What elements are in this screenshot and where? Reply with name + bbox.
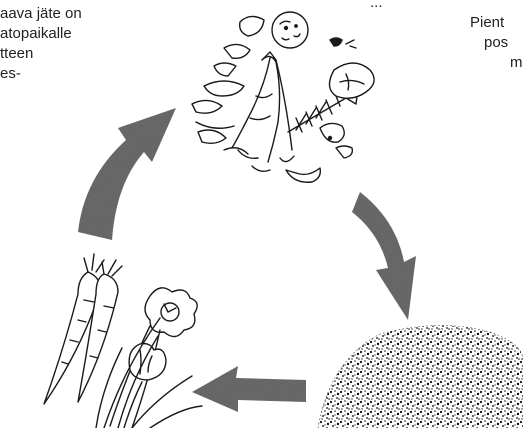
cycle-arrow-to-compost (352, 192, 416, 320)
lettuce-leaf-icon (329, 63, 374, 98)
carrots-and-flowers-icon (44, 254, 202, 428)
banana-peel-icon (232, 52, 294, 162)
food-scraps-icon (192, 12, 374, 182)
cycle-arrow-waste-return (78, 108, 176, 240)
cycle-arrow-to-plants (192, 366, 306, 412)
compost-pile-icon (318, 325, 523, 428)
apple-icon (272, 12, 308, 48)
